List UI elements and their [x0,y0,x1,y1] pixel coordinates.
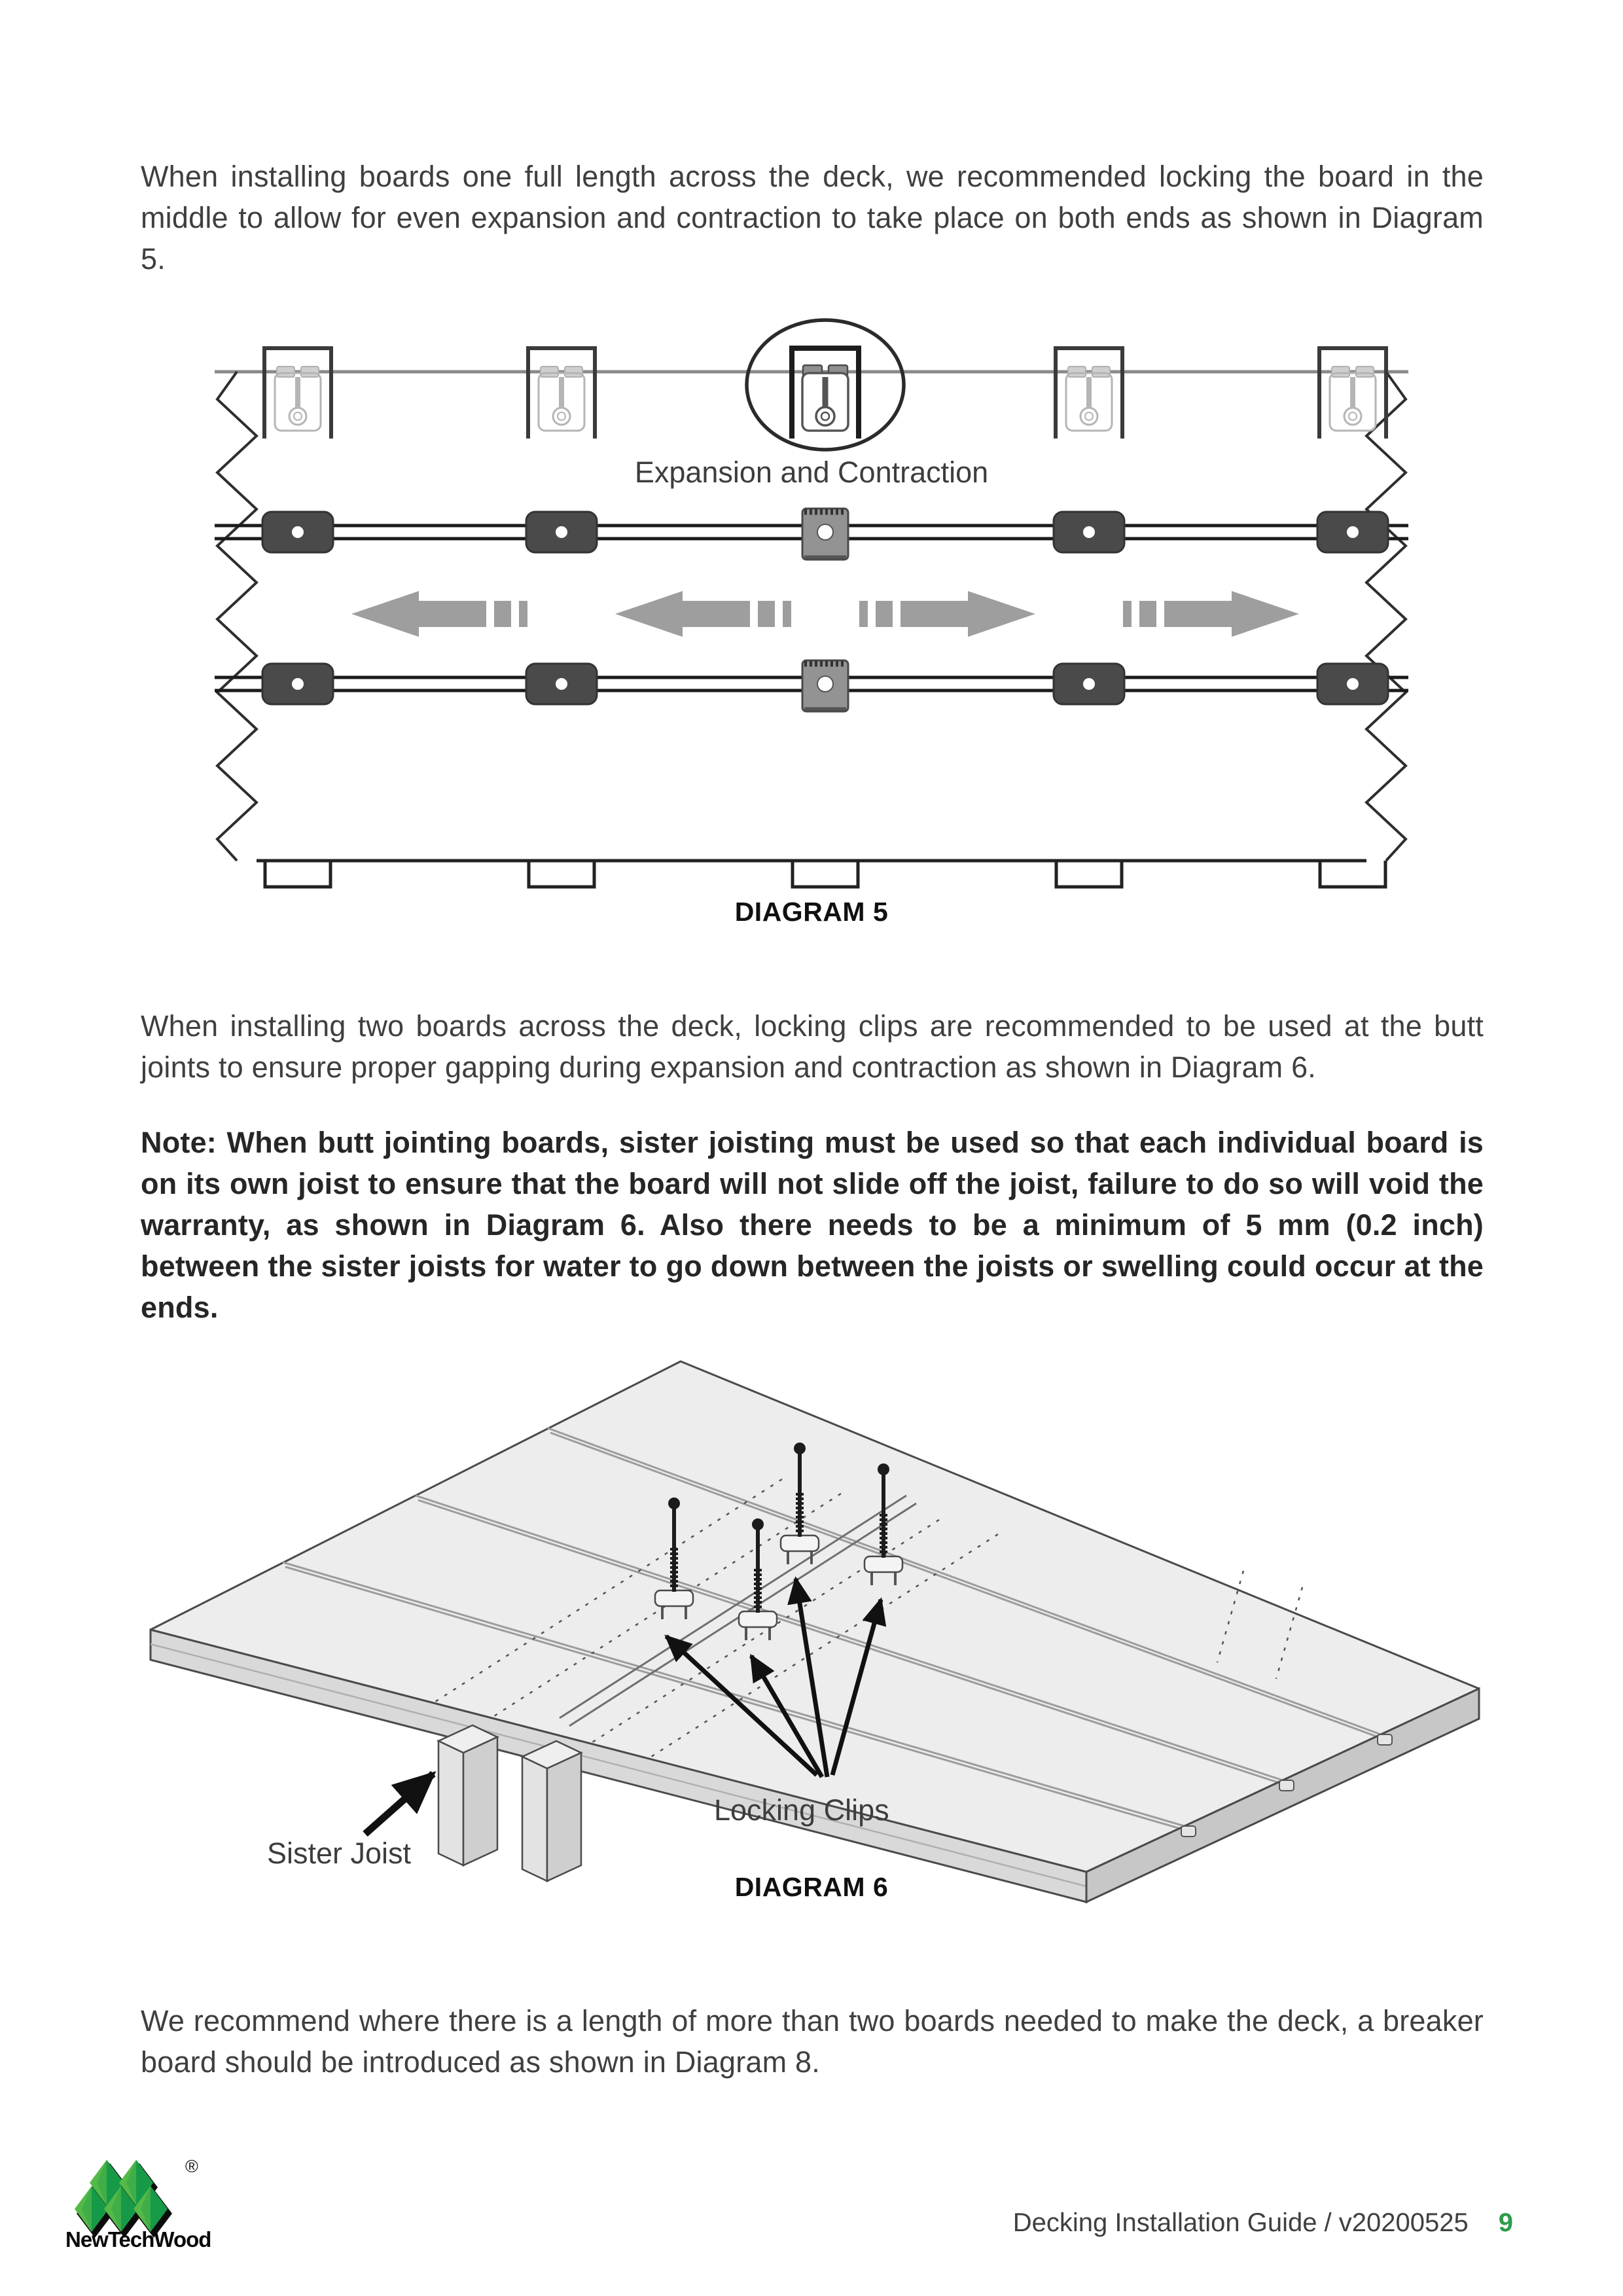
sister-joist-beams [437,1724,583,1882]
fastener-clip [261,662,334,706]
locking-clip-3d [863,1463,904,1585]
joist-tab [1054,861,1124,889]
diagram5-caption: DIAGRAM 5 [734,897,889,927]
locking-clip-center [801,507,849,561]
fastener-clip [1316,662,1389,706]
joist-tab [791,861,860,889]
paragraph-note-sister-joisting: Note: When butt jointing boards, sister … [141,1126,1484,1324]
paragraph-two-boards: When installing two boards across the de… [141,1009,1484,1084]
locking-clip-3d [779,1443,820,1564]
paragraph-breaker-board: We recommend where there is a length of … [141,2004,1484,2079]
logo-diamonds [75,2160,172,2238]
paragraph-install-full-length: When installing boards one full length a… [141,160,1484,276]
locking-clip-callout-arrows [664,1576,887,1778]
fastener-clip [1052,662,1126,706]
locking-clip-center [801,659,849,713]
left-torn-edge [215,370,259,862]
deck-bottom-edge [257,859,1387,889]
arrow-right-icon [859,591,1035,637]
board-seam-row-2 [215,659,1408,713]
diagram6-illustration [149,1360,1480,1904]
joist-bracket-clip [1054,346,1124,439]
sister-joist-beam [520,1740,583,1882]
fastener-clip [525,511,598,554]
joist-tab [263,861,332,889]
expansion-contraction-label: Expansion and Contraction [634,456,989,489]
sister-joist-label: Sister Joist [267,1837,412,1870]
joist-tab [1318,861,1387,889]
locking-clips-group [654,1443,904,1640]
footer-meta: Decking Installation Guide / v20200525 9 [1013,2208,1513,2238]
brand-name: NewTechWood [65,2227,211,2251]
joist-tab [527,861,596,889]
front-face-groove [150,1643,1087,1888]
locking-clips-label: Locking Clips [714,1793,889,1827]
registered-trademark-symbol: ® [185,2157,198,2176]
right-torn-edge [1364,370,1408,862]
board-seam-row-1 [215,507,1408,561]
sister-joist-beam [437,1724,499,1867]
fastener-clip [261,511,334,554]
arrow-right-icon [1123,591,1299,637]
fastener-clip [525,662,598,706]
fastener-clip [1052,511,1126,554]
diagram5-illustration [215,318,1408,889]
expansion-arrows [351,591,1299,637]
newtechwood-logo-icon [75,2160,172,2238]
joist-bracket-clip [262,346,333,439]
footer-page-number: 9 [1498,2208,1513,2237]
joist-bracket-clip [526,346,597,439]
arrow-left-icon [615,591,791,637]
sister-joist-callout-arrow [363,1770,437,1837]
top-clip-row [262,318,1388,452]
footer-doc-title: Decking Installation Guide / v20200525 [1012,2208,1469,2237]
expansion-highlight-circle [745,318,906,452]
diagram6-caption: DIAGRAM 6 [734,1872,889,1902]
locking-clip-3d [738,1518,778,1640]
locking-clip-3d [654,1498,694,1619]
board-end-notches [1181,1734,1393,1837]
arrow-left-icon [351,591,527,637]
joist-bracket-clip [1317,346,1388,439]
fastener-clip [1316,511,1389,554]
locked-middle-clip [789,346,861,439]
